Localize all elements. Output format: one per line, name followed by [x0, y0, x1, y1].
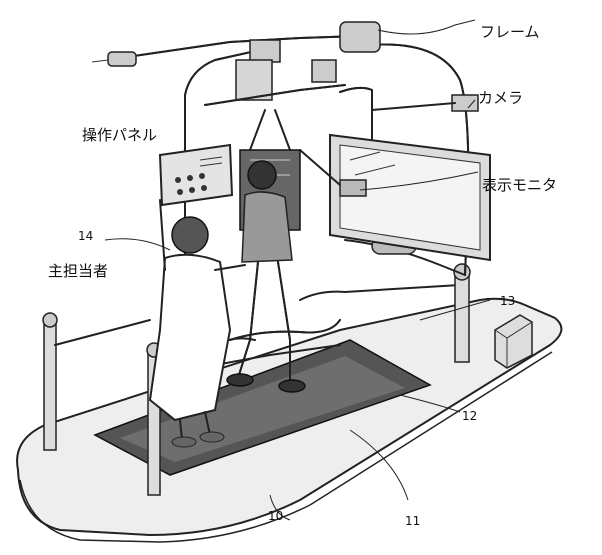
leader-lines: [104, 19, 491, 521]
label-ref-13: 13: [500, 294, 515, 308]
label-frame: フレーム: [480, 23, 540, 41]
operation-panel: [158, 143, 234, 207]
label-ref-10: 10: [268, 509, 283, 523]
label-operation-panel: 操作パネル: [82, 126, 157, 144]
label-ref-12: 12: [462, 409, 477, 423]
label-ref-14: 14: [78, 229, 93, 243]
label-camera: カメラ: [478, 89, 523, 107]
label-ref-11: 11: [405, 514, 420, 528]
caregiver-figure: [148, 199, 246, 448]
trainee-figure: [226, 160, 341, 393]
display-monitor: [299, 133, 491, 262]
label-primary-caregiver: 主担当者: [48, 262, 108, 280]
label-display-monitor: 表示モニタ: [482, 176, 557, 194]
control-box: [494, 314, 533, 369]
